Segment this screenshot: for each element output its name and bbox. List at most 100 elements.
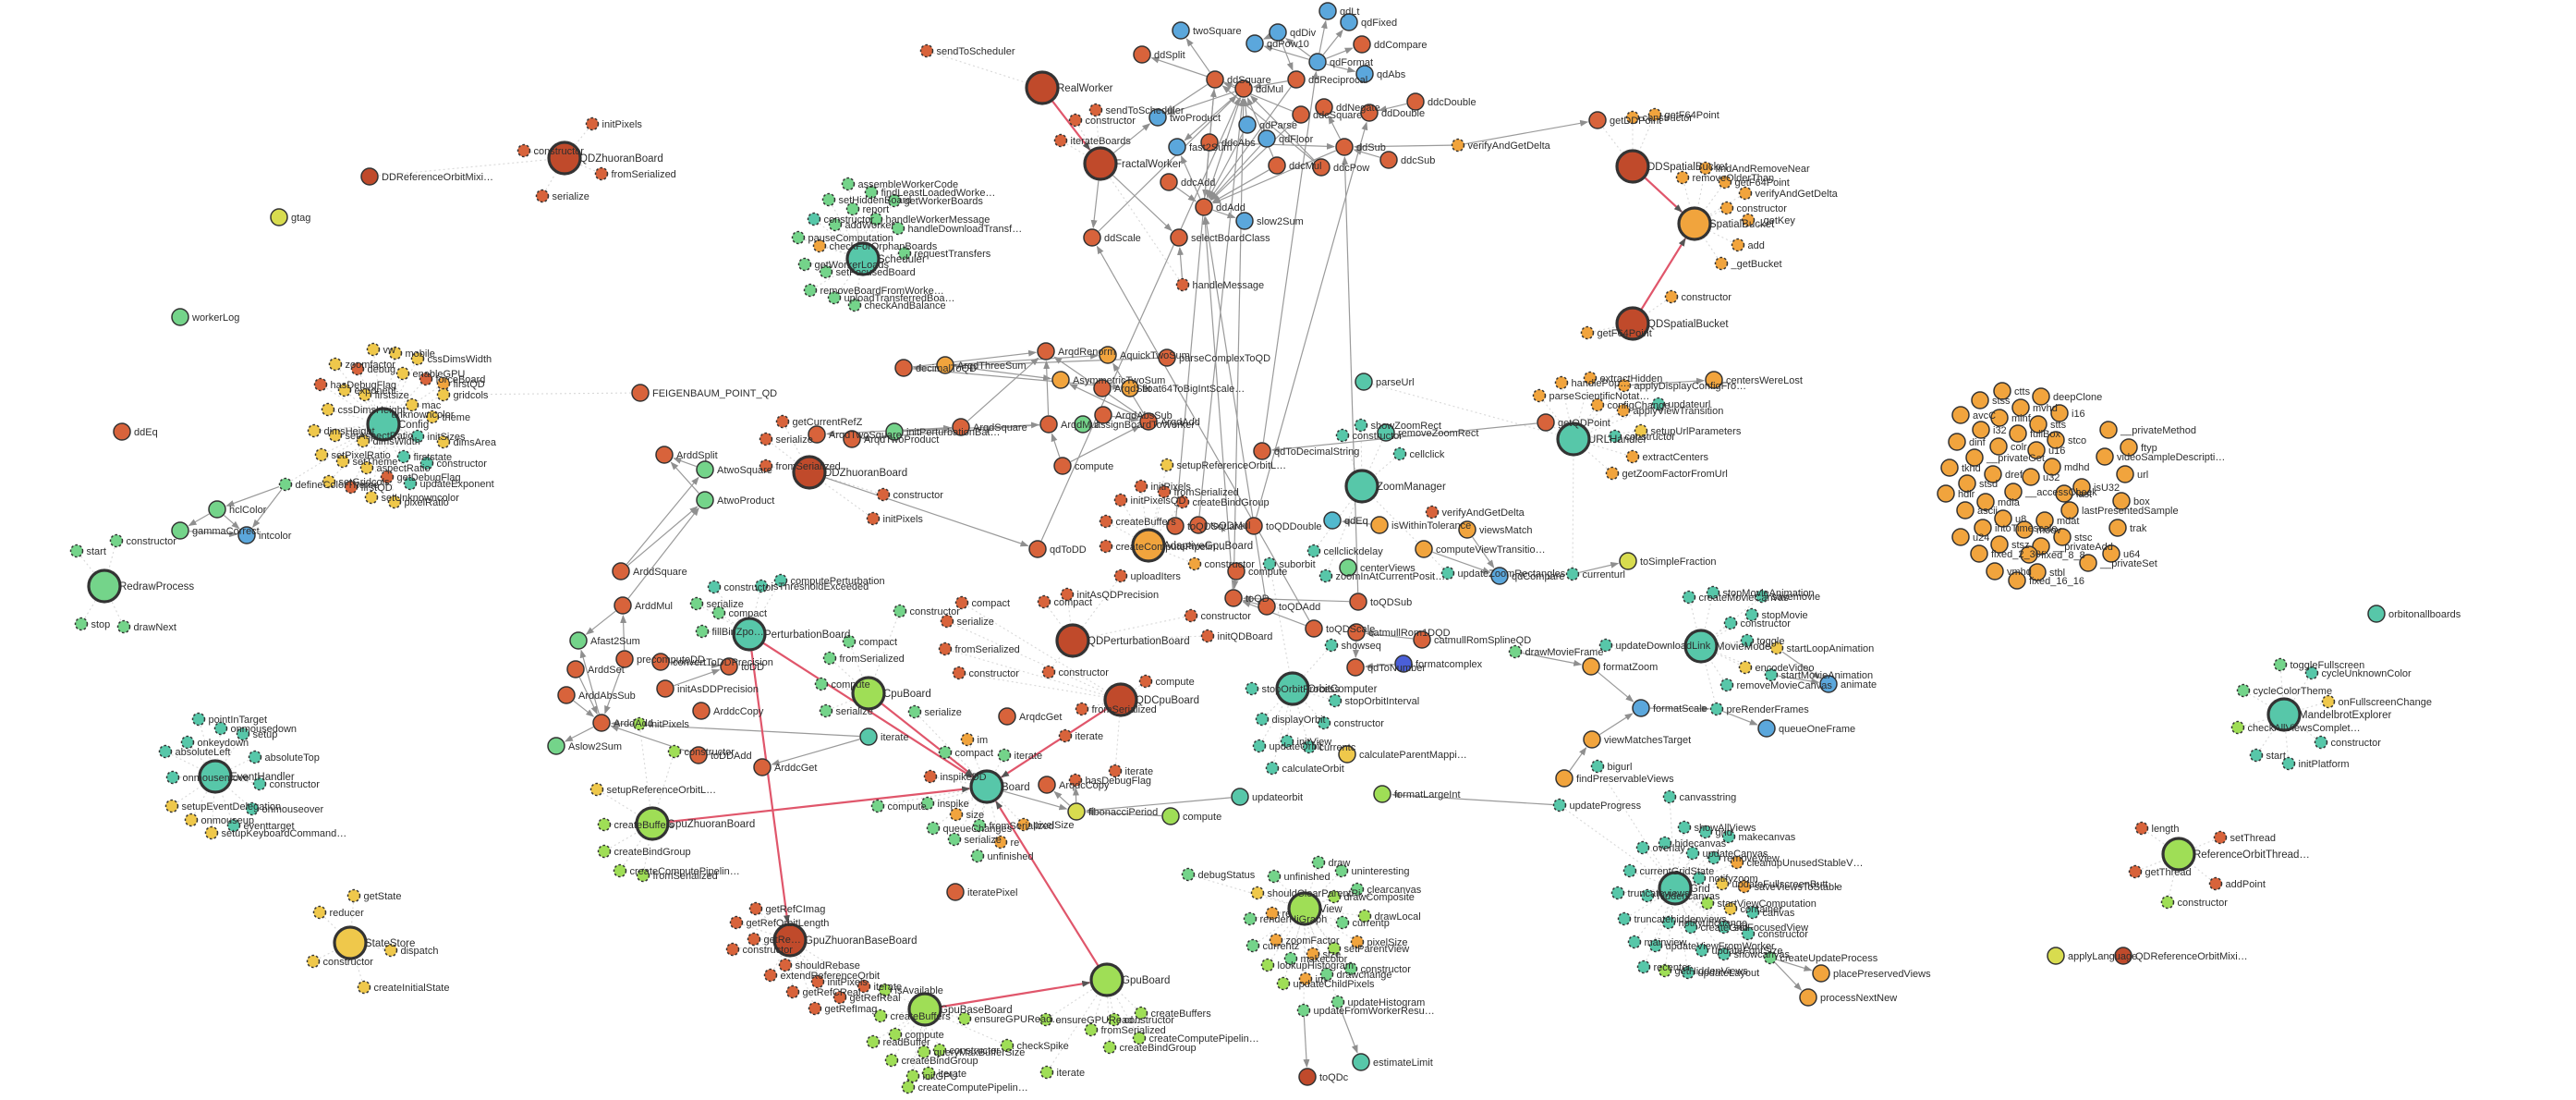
- graph-node[interactable]: [946, 883, 965, 901]
- graph-node[interactable]: [1158, 348, 1176, 367]
- graph-node[interactable]: [1107, 1012, 1122, 1027]
- graph-node[interactable]: [2004, 483, 2023, 501]
- graph-node[interactable]: [597, 844, 612, 859]
- graph-node[interactable]: [2022, 468, 2040, 486]
- graph-node[interactable]: [1189, 516, 1208, 534]
- graph-node[interactable]: [1058, 728, 1073, 743]
- graph-node[interactable]: [2050, 404, 2069, 422]
- graph-node[interactable]: [656, 679, 674, 698]
- graph-node[interactable]: [1662, 789, 1677, 804]
- graph-node[interactable]: [869, 212, 883, 226]
- graph-node[interactable]: [827, 290, 842, 305]
- graph-node[interactable]: [897, 246, 912, 261]
- graph-node[interactable]: [1715, 876, 1730, 891]
- graph-node[interactable]: [1379, 151, 1398, 169]
- graph-node[interactable]: [748, 901, 763, 916]
- graph-node[interactable]: [689, 596, 704, 611]
- graph-node[interactable]: [403, 476, 418, 491]
- graph-node[interactable]: [695, 624, 710, 639]
- graph-node[interactable]: [1245, 517, 1263, 535]
- graph-node[interactable]: [1068, 773, 1083, 788]
- graph-node[interactable]: [2015, 520, 2034, 539]
- graph-node[interactable]: [773, 573, 788, 588]
- graph-node[interactable]: [851, 676, 886, 711]
- graph-node[interactable]: [615, 650, 634, 668]
- graph-node[interactable]: [1133, 45, 1151, 64]
- graph-node[interactable]: [2120, 438, 2138, 457]
- graph-node[interactable]: [1413, 630, 1431, 649]
- graph-node[interactable]: [1039, 415, 1058, 434]
- graph-node[interactable]: [1755, 589, 1769, 604]
- graph-node[interactable]: [321, 402, 335, 417]
- graph-node[interactable]: [410, 429, 425, 444]
- graph-node[interactable]: [1986, 562, 2004, 581]
- graph-node[interactable]: [2114, 947, 2132, 965]
- graph-node[interactable]: [1692, 871, 1707, 886]
- graph-node[interactable]: [1269, 933, 1283, 947]
- graph-node[interactable]: [932, 1043, 947, 1057]
- graph-node[interactable]: [569, 631, 588, 650]
- graph-node[interactable]: [1958, 474, 1976, 493]
- graph-node[interactable]: [938, 642, 953, 656]
- graph-node[interactable]: [165, 770, 180, 785]
- graph-node[interactable]: [1360, 104, 1379, 122]
- graph-node[interactable]: [1677, 206, 1712, 241]
- graph-node[interactable]: [845, 241, 881, 276]
- graph-node[interactable]: [395, 366, 410, 381]
- graph-node[interactable]: [1338, 745, 1356, 764]
- graph-node[interactable]: [1160, 458, 1174, 472]
- graph-node[interactable]: [1721, 829, 1736, 844]
- graph-node[interactable]: [1306, 544, 1321, 558]
- graph-node[interactable]: [164, 799, 179, 813]
- graph-node[interactable]: [1451, 138, 1465, 153]
- graph-node[interactable]: [2102, 544, 2120, 563]
- graph-node[interactable]: [785, 984, 800, 999]
- graph-node[interactable]: [1305, 619, 1323, 638]
- graph-node[interactable]: [936, 356, 954, 374]
- graph-node[interactable]: [1051, 371, 1070, 389]
- graph-node[interactable]: [917, 1045, 931, 1059]
- graph-node[interactable]: [566, 660, 585, 678]
- graph-node[interactable]: [1723, 616, 1738, 630]
- graph-node[interactable]: [405, 397, 419, 412]
- graph-node[interactable]: [597, 817, 612, 832]
- graph-node[interactable]: [1615, 306, 1650, 341]
- graph-node[interactable]: [803, 283, 818, 298]
- graph-node[interactable]: [940, 614, 954, 629]
- graph-node[interactable]: [707, 580, 722, 594]
- graph-node[interactable]: [1695, 943, 1709, 958]
- graph-node[interactable]: [1709, 702, 1724, 716]
- graph-node[interactable]: [1617, 378, 1632, 393]
- graph-node[interactable]: [1175, 277, 1190, 292]
- graph-node[interactable]: [807, 212, 821, 226]
- graph-node[interactable]: [2032, 387, 2050, 406]
- graph-node[interactable]: [1719, 201, 1734, 215]
- graph-node[interactable]: [1740, 633, 1755, 648]
- graph-node[interactable]: [1994, 509, 2012, 528]
- graph-node[interactable]: [1718, 175, 1732, 189]
- graph-node[interactable]: [1373, 785, 1391, 803]
- graph-node[interactable]: [819, 264, 833, 279]
- graph-node[interactable]: [1245, 34, 1264, 53]
- graph-node[interactable]: [2009, 424, 2027, 443]
- graph-node[interactable]: [905, 1069, 920, 1083]
- graph-node[interactable]: [1682, 590, 1696, 605]
- graph-node[interactable]: [1195, 198, 1213, 216]
- graph-node[interactable]: [859, 727, 878, 746]
- graph-node[interactable]: [2213, 830, 2228, 845]
- graph-node[interactable]: [832, 990, 847, 1005]
- graph-node[interactable]: [2047, 431, 2065, 449]
- graph-node[interactable]: [720, 657, 738, 676]
- graph-node[interactable]: [822, 651, 837, 666]
- graph-node[interactable]: [410, 351, 425, 366]
- graph-node[interactable]: [248, 750, 262, 764]
- graph-node[interactable]: [1440, 566, 1455, 581]
- graph-node[interactable]: [116, 619, 131, 634]
- graph-node[interactable]: [845, 202, 860, 216]
- graph-node[interactable]: [1622, 863, 1637, 878]
- graph-node[interactable]: [2128, 864, 2143, 879]
- graph-node[interactable]: [1741, 926, 1756, 941]
- graph-node[interactable]: [1280, 734, 1294, 749]
- graph-node[interactable]: [1989, 437, 2008, 456]
- graph-node[interactable]: [380, 470, 395, 484]
